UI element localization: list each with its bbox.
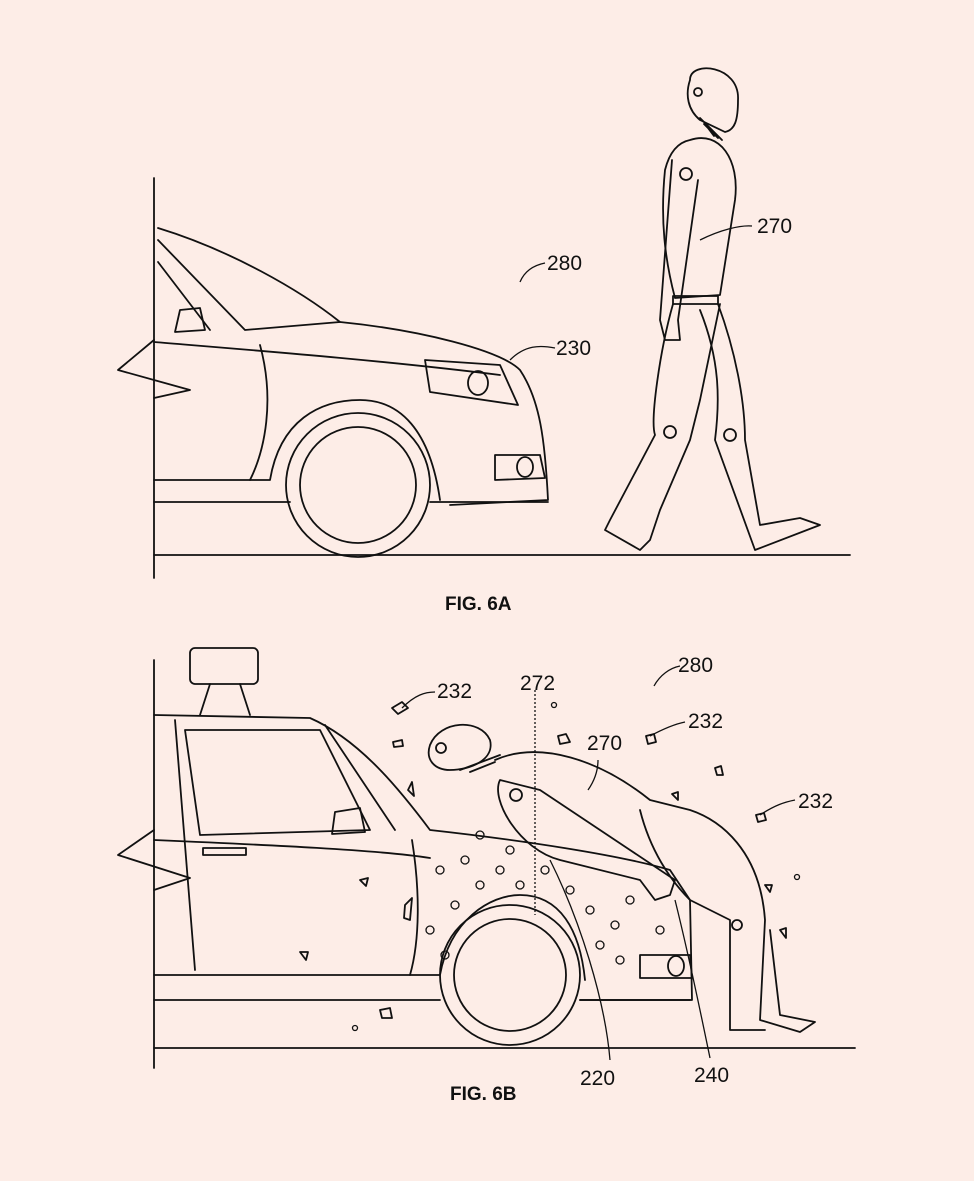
label-232-b: 232 <box>688 710 723 733</box>
label-232-c: 232 <box>798 790 833 813</box>
label-240: 240 <box>694 1064 729 1087</box>
figure-caption: FIG. 6B <box>450 1084 517 1105</box>
leader-280-arrow <box>653 665 681 687</box>
adhesive-dots <box>425 830 665 965</box>
leader-280-arrow <box>519 262 546 283</box>
leader-270 <box>699 225 753 241</box>
fig-6a: 280 270 230 FIG. 6A <box>117 67 851 615</box>
leader-232-c <box>759 799 796 816</box>
fig-6b: 232 272 280 232 270 232 220 240 FIG. 6B <box>117 647 856 1105</box>
pedestrian-dummy-6b <box>427 723 816 1033</box>
label-272: 272 <box>520 672 555 695</box>
label-270: 270 <box>587 732 622 755</box>
label-220: 220 <box>580 1067 615 1090</box>
label-280: 280 <box>547 252 582 275</box>
leader-232-b <box>649 721 686 737</box>
label-280: 280 <box>678 654 713 677</box>
leader-220 <box>549 859 611 1061</box>
leader-232-a <box>401 691 436 709</box>
leader-270 <box>587 759 599 791</box>
label-230: 230 <box>556 337 591 360</box>
label-232-a: 232 <box>437 680 472 703</box>
debris-fragments <box>299 701 801 1032</box>
label-270: 270 <box>757 215 792 238</box>
pedestrian-dummy-6a <box>604 67 821 551</box>
figure-caption: FIG. 6A <box>445 594 512 615</box>
vehicle-6a <box>117 177 851 579</box>
vehicle-6b <box>117 647 856 1069</box>
leader-240 <box>674 899 711 1059</box>
